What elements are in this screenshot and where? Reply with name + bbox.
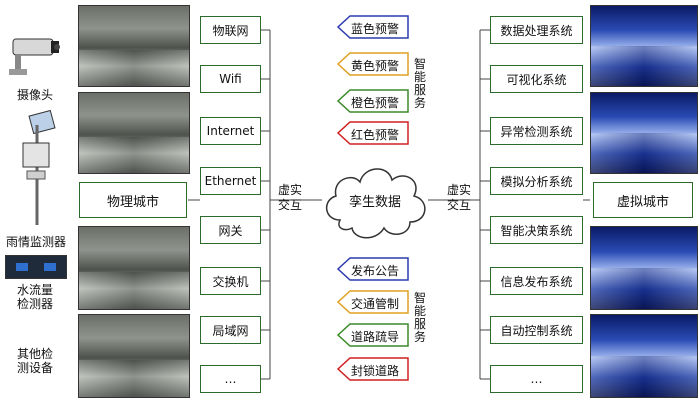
- services-top-char: 能: [413, 70, 426, 84]
- network-item-gateway: 网关: [200, 216, 261, 244]
- water-flow-label: 水流量 检测器: [16, 283, 53, 311]
- system-item-data-processing: 数据处理系统: [490, 16, 583, 44]
- interaction-right-line1: 虚实: [446, 183, 471, 197]
- network-item-wifi: Wifi: [200, 65, 261, 93]
- action-traffic-control-label: 交通管制: [351, 297, 400, 311]
- services-top-char: 服: [413, 83, 426, 97]
- action-arrow-red: [336, 357, 409, 381]
- smart-services-top: 智 能 服 务: [413, 58, 427, 110]
- interaction-left-line2: 交互: [277, 198, 302, 212]
- action-announce-label: 发布公告: [351, 264, 400, 278]
- network-item-more: …: [200, 365, 261, 393]
- warning-arrow-red: [336, 121, 409, 145]
- services-bottom-char: 务: [413, 330, 426, 344]
- action-arrow-yellow: [336, 290, 409, 314]
- twin-data-label: 孪生数据: [348, 195, 401, 210]
- warning-arrow-orange: [336, 89, 409, 113]
- warning-yellow-label: 黄色预警: [351, 59, 400, 73]
- system-item-publishing: 信息发布系统: [490, 267, 583, 295]
- system-item-decision: 智能决策系统: [490, 216, 583, 244]
- camera-label: 摄像头: [16, 88, 53, 102]
- network-item-internet: Internet: [200, 117, 261, 145]
- warning-red-label: 红色预警: [351, 128, 400, 142]
- action-arrows: [336, 257, 409, 381]
- action-arrow-green: [336, 323, 409, 347]
- system-item-simulation: 模拟分析系统: [490, 167, 583, 195]
- camera-device: [5, 25, 65, 85]
- flood-photo-1: [78, 5, 190, 87]
- rain-monitor-device: [5, 105, 65, 230]
- network-item-switch: 交换机: [200, 267, 261, 295]
- twin-data-cloud-icon: [326, 168, 426, 239]
- action-road-block-label: 封锁道路: [351, 364, 400, 378]
- virtual-photo-3: [590, 226, 698, 310]
- warning-arrows: [336, 15, 409, 145]
- physical-city-box: 物理城市: [79, 182, 187, 218]
- rain-monitor-label: 雨情监测器: [5, 235, 66, 249]
- action-arrow-blue: [336, 257, 409, 281]
- warning-orange-label: 橙色预警: [351, 96, 400, 110]
- flow-sensor-icon: [16, 263, 56, 271]
- services-top-char: 务: [413, 96, 426, 110]
- system-item-anomaly-detection: 异常检测系统: [490, 117, 583, 145]
- flood-photo-3: [78, 226, 190, 310]
- camera-icon: [9, 38, 60, 75]
- virtual-photo-1: [590, 5, 698, 87]
- warning-arrow-yellow: [336, 52, 409, 76]
- action-road-guidance-label: 道路疏导: [351, 330, 400, 344]
- system-item-more: …: [490, 365, 583, 393]
- smart-services-bottom: 智 能 服 务: [413, 292, 427, 344]
- virtual-photo-2: [590, 92, 698, 174]
- interaction-right: 虚实 交互: [443, 183, 475, 213]
- interaction-left: 虚实 交互: [274, 183, 306, 213]
- services-top-char: 智: [413, 57, 426, 71]
- system-item-visualization: 可视化系统: [490, 65, 583, 93]
- other-devices-label: 其他检 测设备: [16, 347, 53, 375]
- flood-photo-4: [78, 314, 190, 398]
- water-flow-device: [5, 255, 67, 279]
- flood-photo-2: [78, 92, 190, 174]
- network-item-lan: 局域网: [200, 316, 261, 344]
- network-item-iot: 物联网: [200, 16, 261, 44]
- system-item-auto-control: 自动控制系统: [490, 316, 583, 344]
- services-bottom-char: 智: [413, 291, 426, 305]
- services-bottom-char: 服: [413, 317, 426, 331]
- network-item-ethernet: Ethernet: [200, 167, 261, 195]
- rain-gauge-icon: [22, 109, 56, 225]
- interaction-left-line1: 虚实: [277, 183, 302, 197]
- services-bottom-char: 能: [413, 304, 426, 318]
- warning-arrow-blue: [336, 15, 409, 39]
- interaction-right-line2: 交互: [446, 198, 471, 212]
- virtual-city-box: 虚拟城市: [593, 182, 693, 218]
- warning-blue-label: 蓝色预警: [351, 22, 400, 36]
- virtual-photo-4: [590, 314, 698, 398]
